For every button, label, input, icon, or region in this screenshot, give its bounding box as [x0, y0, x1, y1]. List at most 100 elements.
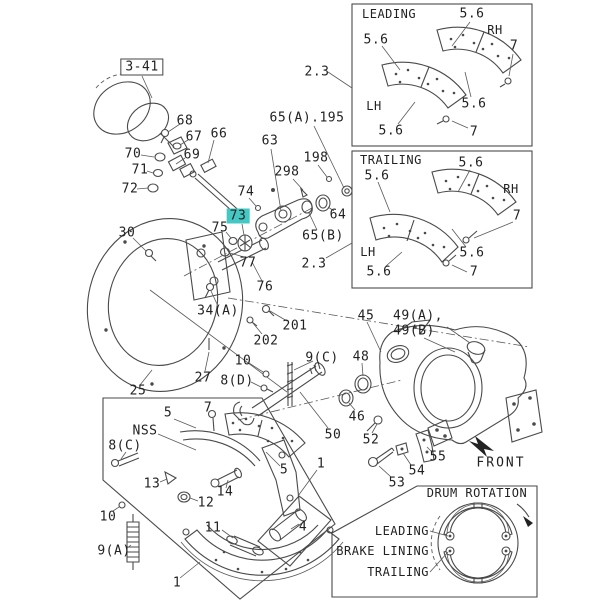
trailing-panel-title: TRAILING: [360, 153, 422, 167]
callout-49a[interactable]: 49(A),: [393, 308, 443, 324]
leading-label-rh: RH: [487, 23, 503, 37]
shoe-kit-small-parts: [110, 409, 332, 579]
callout-48[interactable]: 48: [352, 349, 370, 365]
callout-72[interactable]: 72: [121, 181, 139, 197]
callout-30[interactable]: 30: [118, 225, 136, 241]
drum-rotation-arrow: [516, 503, 533, 527]
callout-70[interactable]: 70: [124, 146, 142, 162]
trailing-callout-7-right[interactable]: 7: [512, 208, 522, 224]
leading-callout-7-right[interactable]: 7: [509, 38, 519, 54]
callout-7-upper[interactable]: 7: [203, 400, 213, 416]
drum-label-trailing: TRAILING: [367, 565, 429, 579]
leading-callout-56-left[interactable]: 5.6: [363, 32, 389, 48]
callout-8c[interactable]: 8(C): [108, 438, 142, 454]
callout-8d[interactable]: 8(D): [220, 373, 254, 389]
callout-198[interactable]: 198: [303, 150, 329, 166]
callout-1-lower[interactable]: 1: [172, 575, 182, 591]
callout-45[interactable]: 45: [357, 308, 375, 324]
callout-9a[interactable]: 9(A): [97, 543, 131, 559]
drum-label-leading: LEADING: [374, 524, 429, 538]
callout-14[interactable]: 14: [216, 484, 234, 500]
leading-panel-leaders: [381, 21, 514, 129]
clevis-linkage-parts: [136, 123, 245, 220]
leading-bolt-right: [499, 77, 512, 88]
camshaft-shaft-and-fixings: [233, 361, 435, 478]
callout-64[interactable]: 64: [329, 207, 347, 223]
shoe-kit-box: [102, 397, 336, 600]
drum-rotation-title: DRUM ROTATION: [426, 486, 528, 500]
leading-callout-56-top[interactable]: 5.6: [459, 6, 485, 22]
callout-12[interactable]: 12: [197, 495, 215, 511]
trailing-panel-frame: [351, 150, 533, 289]
callout-202[interactable]: 202: [253, 333, 279, 349]
leading-panel-title: LEADING: [362, 7, 417, 21]
drum-label-brake-lining: BRAKE LINING: [336, 544, 429, 558]
brake-shoe-lower: [180, 524, 344, 582]
callout-1-right[interactable]: 1: [316, 456, 326, 472]
trailing-callout-56-left[interactable]: 5.6: [364, 168, 390, 184]
leading-callout-56-mid[interactable]: 5.6: [461, 96, 487, 112]
callout-68[interactable]: 68: [176, 113, 194, 129]
trailing-callout-56-mid[interactable]: 5.6: [459, 245, 485, 261]
plate-fasteners: [204, 282, 531, 406]
callout-10-lower[interactable]: 10: [99, 509, 117, 525]
callout-67[interactable]: 67: [185, 129, 203, 145]
label-nss: NSS: [132, 423, 158, 439]
drum-panel-leaders: [429, 530, 449, 573]
callout-25[interactable]: 25: [129, 383, 147, 399]
trailing-callout-7-bottom[interactable]: 7: [469, 264, 479, 280]
callout-298[interactable]: 298: [274, 164, 300, 180]
brake-chamber: [93, 73, 188, 155]
callout-5-right[interactable]: 5: [279, 462, 289, 478]
leading-bolt-bottom: [436, 115, 450, 125]
trailing-callout-56-bottom[interactable]: 5.6: [366, 264, 392, 280]
front-direction-arrow: [469, 436, 494, 457]
callout-5-upper[interactable]: 5: [163, 405, 173, 421]
callout-71[interactable]: 71: [131, 162, 149, 178]
callout-9c[interactable]: 9(C): [305, 350, 339, 366]
callout-76[interactable]: 76: [256, 279, 274, 295]
callout-69[interactable]: 69: [183, 147, 201, 163]
callout-77[interactable]: 77: [239, 255, 257, 271]
trailing-label-lh: LH: [360, 245, 376, 259]
callout-2-3-lower[interactable]: 2.3: [301, 256, 327, 272]
callout-54[interactable]: 54: [408, 463, 426, 479]
callout-34a[interactable]: 34(A): [197, 303, 239, 319]
drum-diagram: [430, 502, 519, 584]
anchor-housing: [366, 319, 543, 447]
camshaft-small-parts: [219, 71, 353, 282]
callout-66[interactable]: 66: [210, 126, 228, 142]
leading-callout-7-bottom[interactable]: 7: [469, 124, 479, 140]
reference-box-3-41[interactable]: 3-41: [120, 58, 164, 76]
leading-label-lh: LH: [366, 99, 382, 113]
callout-55[interactable]: 55: [429, 449, 447, 465]
callout-74[interactable]: 74: [237, 184, 255, 200]
trailing-panel-leaders: [377, 169, 514, 273]
callout-27[interactable]: 27: [194, 370, 212, 386]
callout-49b[interactable]: 49(B): [393, 323, 435, 339]
callout-65a-195[interactable]: 65(A).195: [269, 110, 345, 126]
callout-11[interactable]: 11: [204, 520, 222, 536]
leading-panel-frame: [351, 3, 533, 147]
callout-201[interactable]: 201: [282, 318, 308, 334]
callout-75[interactable]: 75: [211, 220, 229, 236]
callout-46[interactable]: 46: [348, 409, 366, 425]
callout-50[interactable]: 50: [324, 427, 342, 443]
callout-52[interactable]: 52: [362, 432, 380, 448]
callout-13[interactable]: 13: [143, 476, 161, 492]
callout-53[interactable]: 53: [388, 475, 406, 491]
callout-65b[interactable]: 65(B): [302, 228, 344, 244]
front-label: FRONT: [476, 455, 526, 471]
callout-73-highlighted[interactable]: 73: [226, 208, 250, 224]
trailing-bolt-bottom: [442, 254, 457, 267]
callout-63[interactable]: 63: [261, 133, 279, 149]
callout-4[interactable]: 4: [298, 519, 308, 535]
callout-2-3-upper[interactable]: 2.3: [304, 64, 330, 80]
brake-shoe-upper: [179, 412, 306, 517]
trailing-callout-56-top[interactable]: 5.6: [458, 155, 484, 171]
callout-10-upper[interactable]: 10: [234, 353, 252, 369]
backing-plate: [86, 218, 288, 393]
leading-callout-56-bottom[interactable]: 5.6: [378, 123, 404, 139]
